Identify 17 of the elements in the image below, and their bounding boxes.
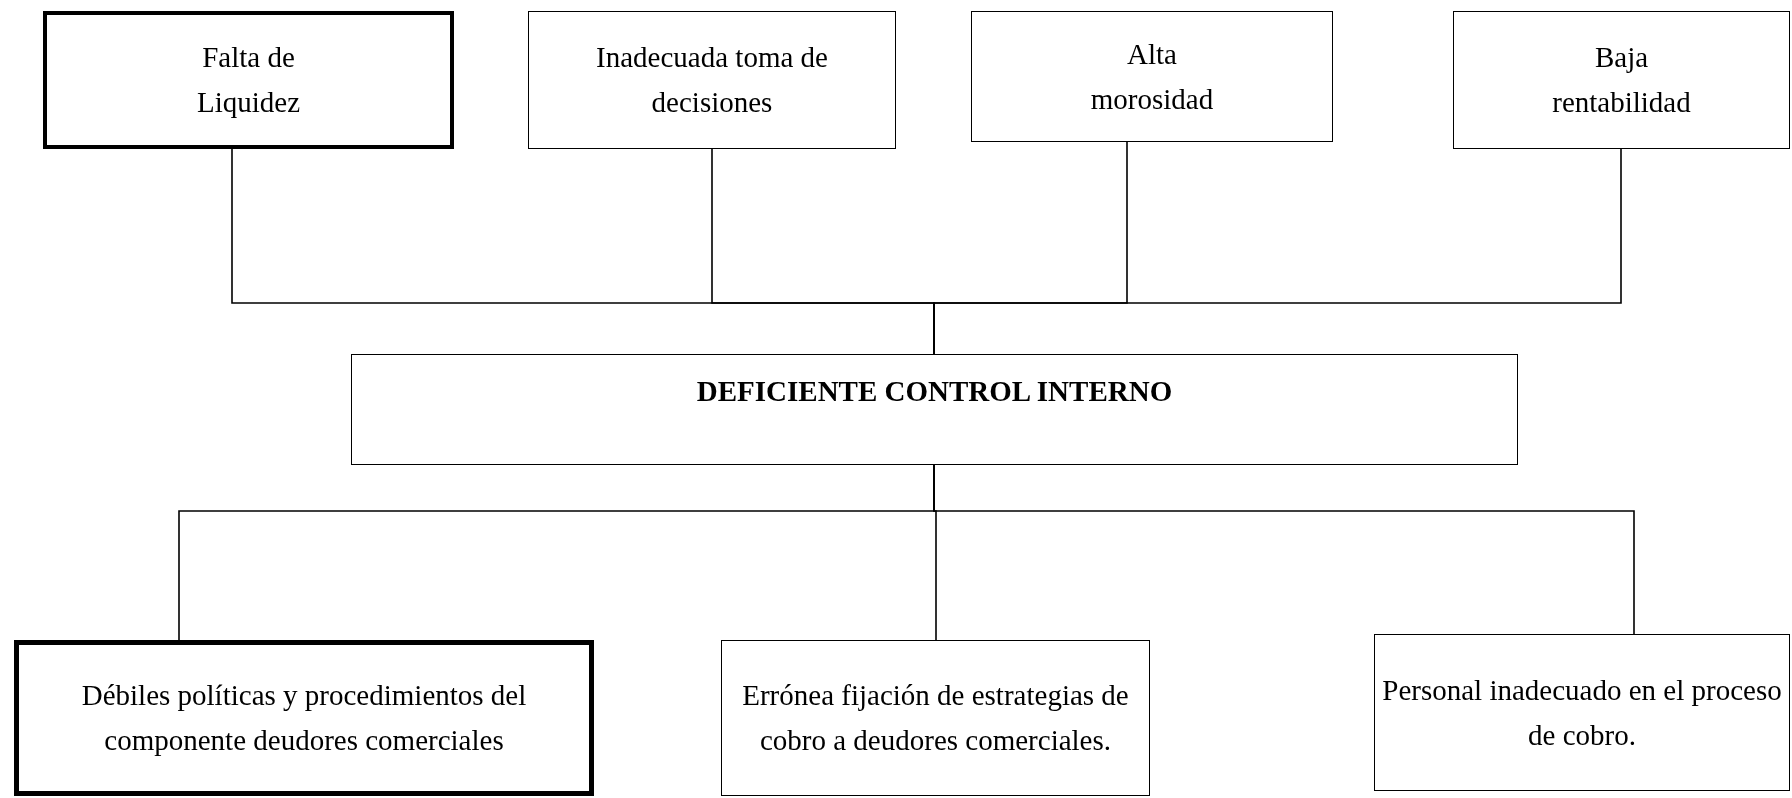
text-box [1374, 634, 1790, 791]
text-box [971, 11, 1333, 142]
box-label: DEFICIENTE CONTROL INTERNO [695, 374, 1174, 409]
text-box [351, 354, 1518, 465]
box-label: Débiles políticas y procedimientos del componente deudores comerciales [80, 678, 528, 758]
box-label: Baja rentabilidad [1551, 40, 1692, 120]
box-label: Errónea fijación de estrategias de cobro a deudores comerciales. [741, 678, 1130, 758]
text-box [14, 640, 594, 796]
box-label: Alta morosidad [1089, 36, 1215, 117]
text-box [43, 11, 454, 149]
box-label: Personal inadecuado en el proceso de cobro. [1381, 672, 1783, 753]
text-box [721, 640, 1150, 796]
connector-line [933, 464, 1635, 635]
box-label: Falta de Liquidez [195, 40, 302, 120]
box-label: Inadecuada toma de decisiones [595, 40, 829, 120]
text-box [1453, 11, 1790, 149]
text-box [528, 11, 896, 149]
